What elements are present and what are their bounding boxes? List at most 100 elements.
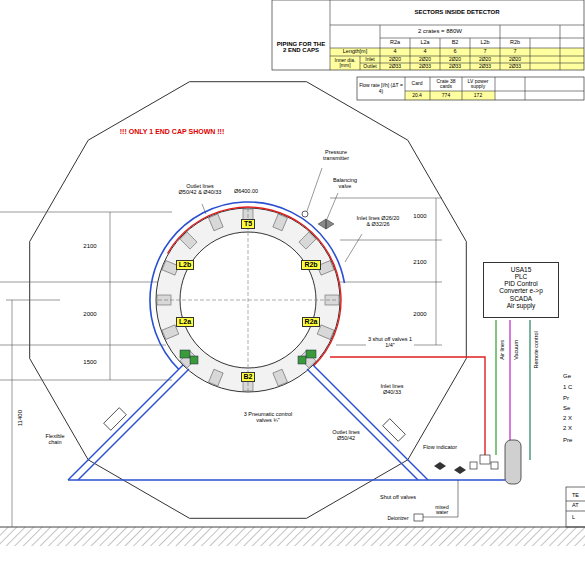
sector-label: L2b — [176, 260, 194, 270]
dimension-label: 11400 — [17, 409, 23, 427]
end-cap-outline — [30, 82, 467, 519]
dimension-label: Remote control — [534, 330, 540, 369]
text-label: Outlet — [362, 64, 377, 69]
sector-label: L2a — [176, 317, 194, 327]
sector-name: B2 — [244, 373, 253, 381]
detector-ring — [156, 208, 340, 392]
text-label: 2100 — [412, 259, 427, 265]
box-text: PID Control — [486, 280, 556, 287]
text-label: SECTORS INSIDE DETECTOR — [413, 9, 500, 15]
balancing-valve — [318, 219, 334, 229]
text-label: 172 — [473, 93, 483, 98]
text-label: Inlet lines Ø26/20 & Ø32/26 — [354, 216, 402, 228]
text-label: 20.4 — [411, 93, 423, 98]
text-label: Flexible chain — [39, 434, 71, 446]
control-valves — [180, 350, 316, 364]
text-label: 2Ø33 — [508, 64, 522, 69]
sector-name: L2b — [179, 261, 191, 269]
text-label: R2b — [509, 40, 521, 46]
text-label: Balancing valve — [327, 178, 363, 190]
text-label: L2a — [419, 40, 430, 46]
text-label: 2Ø20 — [508, 57, 522, 62]
box-text: SCADA — [486, 295, 556, 302]
text-label: Pre — [562, 437, 573, 443]
text-label: LV power supply — [461, 79, 495, 90]
text-label: 2Ø20 — [418, 57, 432, 62]
text-label: Inlet lines Ø40/33 — [371, 384, 413, 396]
text-label: AT — [571, 503, 580, 509]
sector-label: R2b — [301, 260, 320, 270]
flexible-chain — [383, 419, 406, 442]
deionizer-symbol — [414, 514, 423, 521]
outlet-ring-pipe — [150, 202, 345, 369]
sector-label: R2a — [302, 317, 321, 327]
text-label: Se — [562, 405, 571, 411]
sector-name: R2a — [305, 318, 318, 326]
box-text: Air supply — [486, 302, 556, 309]
control-box: USA15PLCPID ControlConverter e->pSCADAAi… — [483, 262, 559, 318]
dimension-lines — [0, 198, 442, 527]
water-line — [423, 480, 458, 517]
text-label: 2 X — [562, 425, 573, 431]
air-line — [495, 320, 496, 455]
sector-label: T5 — [241, 219, 255, 229]
flow-table — [357, 77, 584, 100]
text-label: Crate 38 cards — [430, 79, 462, 90]
text-label: L2b — [479, 40, 490, 46]
tank — [505, 440, 521, 484]
flexible-chain — [104, 408, 127, 431]
text-label: Deionizer — [386, 516, 409, 521]
text-label: 1500 — [82, 359, 97, 365]
text-label: 2Ø33 — [478, 64, 492, 69]
box-text: USA15 — [486, 266, 556, 273]
text-label: 4 — [392, 49, 397, 55]
text-label: 2 crates = 880W — [417, 28, 463, 34]
sector-name: R2b — [304, 261, 317, 269]
outlet-pipes — [68, 365, 505, 480]
pressure-transmitter — [302, 211, 308, 217]
text-label: Shut off valves — [379, 495, 417, 501]
text-label: Pressure transmitter — [315, 150, 357, 162]
piping-table — [272, 0, 584, 70]
text-label: 2000 — [412, 311, 427, 317]
text-label: Inner dia.[mm] — [330, 58, 360, 69]
text-label: mixed water — [429, 505, 455, 516]
vacuum-line — [509, 320, 510, 440]
text-label: Pr — [562, 395, 570, 401]
text-label: 2Ø33 — [388, 64, 402, 69]
text-label: L — [571, 515, 576, 521]
text-label: Inlet — [364, 57, 375, 62]
text-label: TE — [571, 493, 580, 499]
center-lines — [158, 208, 338, 392]
text-label: Flow indicator — [422, 445, 458, 451]
text-label: 3 Pneumatic control valves ¾" — [239, 412, 297, 424]
leader-lines — [202, 168, 362, 262]
inlet-ring-pipe — [168, 207, 341, 366]
sector-modules — [157, 209, 339, 391]
dimension-label: Air lines — [500, 339, 506, 361]
text-label: Card — [411, 81, 424, 86]
text-label: PIPING FOR THE 2 END CAPS — [275, 41, 327, 54]
text-label: 774 — [441, 93, 451, 98]
text-label: 6 — [452, 49, 457, 55]
sector-name: L2a — [179, 318, 191, 326]
text-label: Ø6400.00 — [233, 189, 259, 195]
text-label: 2000 — [82, 311, 97, 317]
text-label: Outlet lines Ø50/42 & Ø40/33 — [176, 184, 224, 196]
text-label: 7 — [512, 49, 517, 55]
text-label: 2100 — [82, 243, 97, 249]
text-label: 1000 — [412, 213, 427, 219]
floor-line — [0, 527, 585, 528]
sector-name: T5 — [244, 220, 252, 228]
text-label: 1 C — [562, 384, 573, 390]
text-label: 2Ø20 — [478, 57, 492, 62]
box-text: Converter e->p — [486, 287, 556, 294]
text-label: 3 shut off valves 1 1/4" — [366, 337, 414, 349]
shut-off-valves — [434, 462, 466, 474]
flow-indicators — [470, 455, 498, 469]
text-label: Length[m] — [342, 49, 368, 55]
box-text: PLC — [486, 273, 556, 280]
text-label: 2Ø33 — [448, 64, 462, 69]
dimension-label: Vacuum — [514, 339, 520, 361]
